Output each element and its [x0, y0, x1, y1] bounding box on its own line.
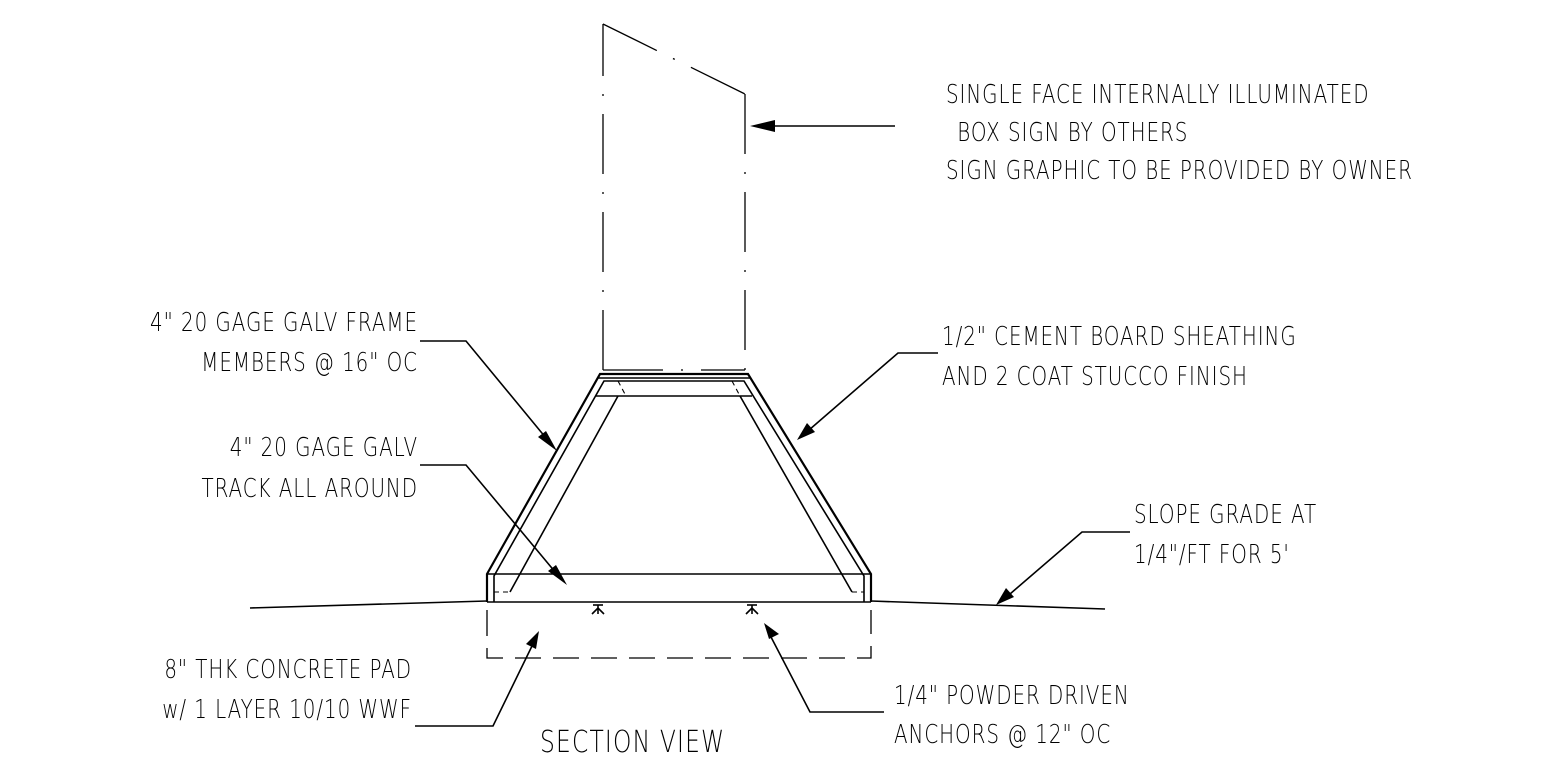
note-line: 4" 20 GAGE GALV FRAME	[150, 309, 418, 338]
leader-pad	[415, 631, 539, 727]
note-anchors: 1/4" POWDER DRIVEN ANCHORS @ 12" OC	[894, 682, 1130, 750]
leader-slope	[996, 531, 1130, 605]
note-sheathing: 1/2" CEMENT BOARD SHEATHING AND 2 COAT S…	[942, 323, 1297, 392]
note-line: TRACK ALL AROUND	[201, 475, 418, 504]
sign-box-outline	[602, 23, 746, 371]
note-line: AND 2 COAT STUCCO FINISH	[942, 363, 1248, 392]
note-line: BOX SIGN BY OTHERS	[950, 119, 1188, 148]
leader-track	[420, 464, 567, 585]
note-track: 4" 20 GAGE GALV TRACK ALL AROUND	[201, 434, 418, 504]
note-line: w/ 1 LAYER 10/10 WWF	[162, 696, 412, 725]
note-line: SIGN GRAPHIC TO BE PROVIDED BY OWNER	[946, 157, 1413, 186]
anchor-symbol	[745, 604, 759, 615]
stucco-base	[485, 372, 873, 602]
note-line: MEMBERS @ 16" OC	[201, 349, 418, 378]
concrete-pad-outline	[486, 610, 872, 659]
note-line: 1/2" CEMENT BOARD SHEATHING	[942, 323, 1297, 352]
note-line: 4" 20 GAGE GALV	[230, 434, 418, 463]
leader-frame-members	[420, 340, 557, 451]
anchor-symbol	[591, 604, 605, 615]
leader-sign-box	[750, 120, 895, 132]
note-concrete-pad: 8" THK CONCRETE PAD w/ 1 LAYER 10/10 WWF	[162, 656, 412, 725]
drawing-title: SECTION VIEW	[540, 725, 725, 760]
leader-sheathing	[797, 352, 938, 440]
grade-line	[249, 600, 1106, 610]
note-line: 8" THK CONCRETE PAD	[164, 656, 412, 685]
note-line: 1/4" POWDER DRIVEN	[894, 682, 1130, 711]
note-sign-box: SINGLE FACE INTERNALLY ILLUMINATED BOX S…	[946, 81, 1413, 186]
note-line: SINGLE FACE INTERNALLY ILLUMINATED	[946, 81, 1369, 110]
leader-anchors	[764, 623, 884, 713]
note-frame-members: 4" 20 GAGE GALV FRAME MEMBERS @ 16" OC	[150, 309, 418, 378]
note-line: SLOPE GRADE AT	[1134, 501, 1317, 530]
note-slope: SLOPE GRADE AT 1/4"/FT FOR 5'	[1134, 501, 1317, 570]
note-line: 1/4"/FT FOR 5'	[1134, 541, 1290, 570]
note-line: ANCHORS @ 12" OC	[894, 721, 1111, 750]
